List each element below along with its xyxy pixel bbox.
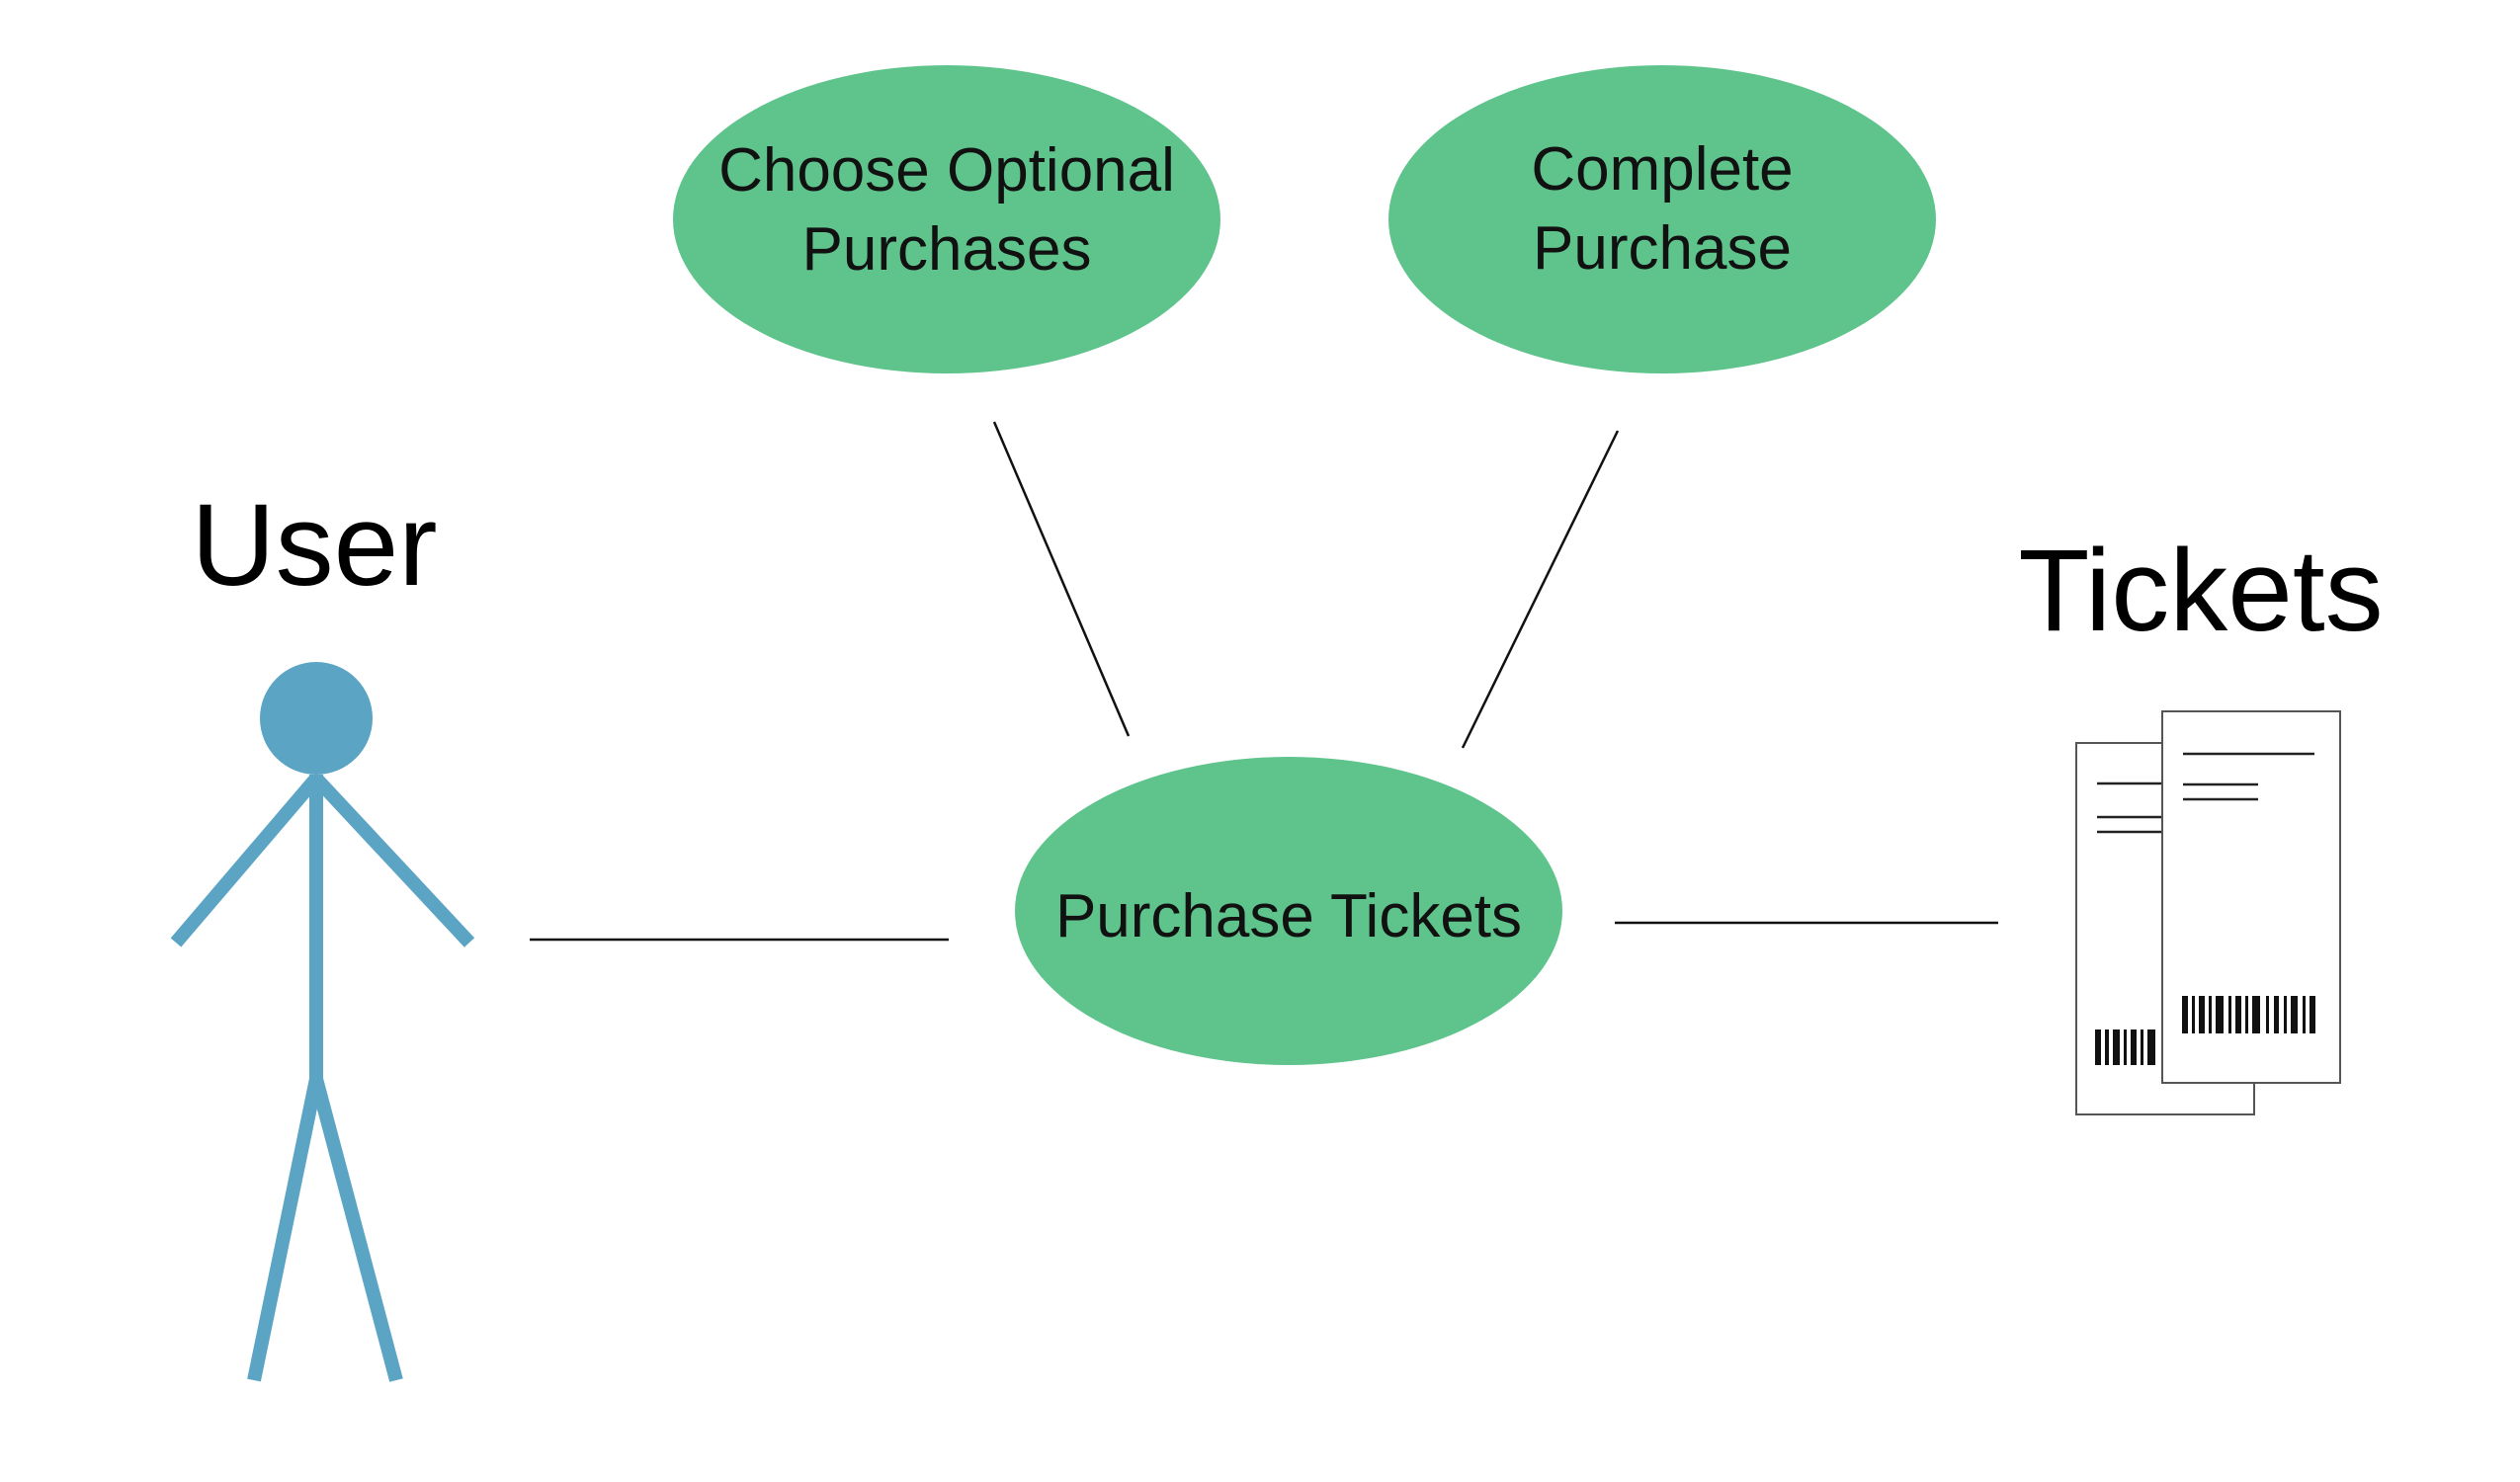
actor-label-user: User bbox=[191, 480, 437, 611]
use-case-purchase-tickets[interactable]: Purchase Tickets bbox=[1015, 757, 1562, 1065]
use-case-ellipse bbox=[673, 65, 1220, 373]
use-case-label-line1: Choose Optional bbox=[718, 136, 1175, 205]
stick-figure-icon bbox=[170, 662, 475, 1382]
use-case-label-line2: Purchases bbox=[802, 215, 1092, 284]
use-case-label: Purchase Tickets bbox=[1055, 882, 1522, 950]
use-case-ellipse bbox=[1388, 65, 1936, 373]
ticket-stack-icon bbox=[2075, 710, 2341, 1115]
use-case-label-line2: Purchase bbox=[1533, 214, 1792, 283]
use-case-choose-optional-purchases[interactable]: Choose Optional Purchases bbox=[673, 65, 1220, 373]
use-case-label-line1: Complete bbox=[1531, 135, 1793, 204]
connectors bbox=[530, 421, 1998, 942]
use-case-ellipse bbox=[1015, 757, 1562, 1065]
connector-complete-to-purchase bbox=[1461, 430, 1620, 749]
actor-tickets[interactable]: Tickets bbox=[2018, 526, 2384, 1115]
actor-user[interactable]: User bbox=[170, 480, 475, 1382]
actor-label-tickets: Tickets bbox=[2018, 526, 2383, 656]
connector-choose-to-purchase bbox=[992, 421, 1131, 737]
use-case-complete-purchase[interactable]: Complete Purchase bbox=[1388, 65, 1936, 373]
